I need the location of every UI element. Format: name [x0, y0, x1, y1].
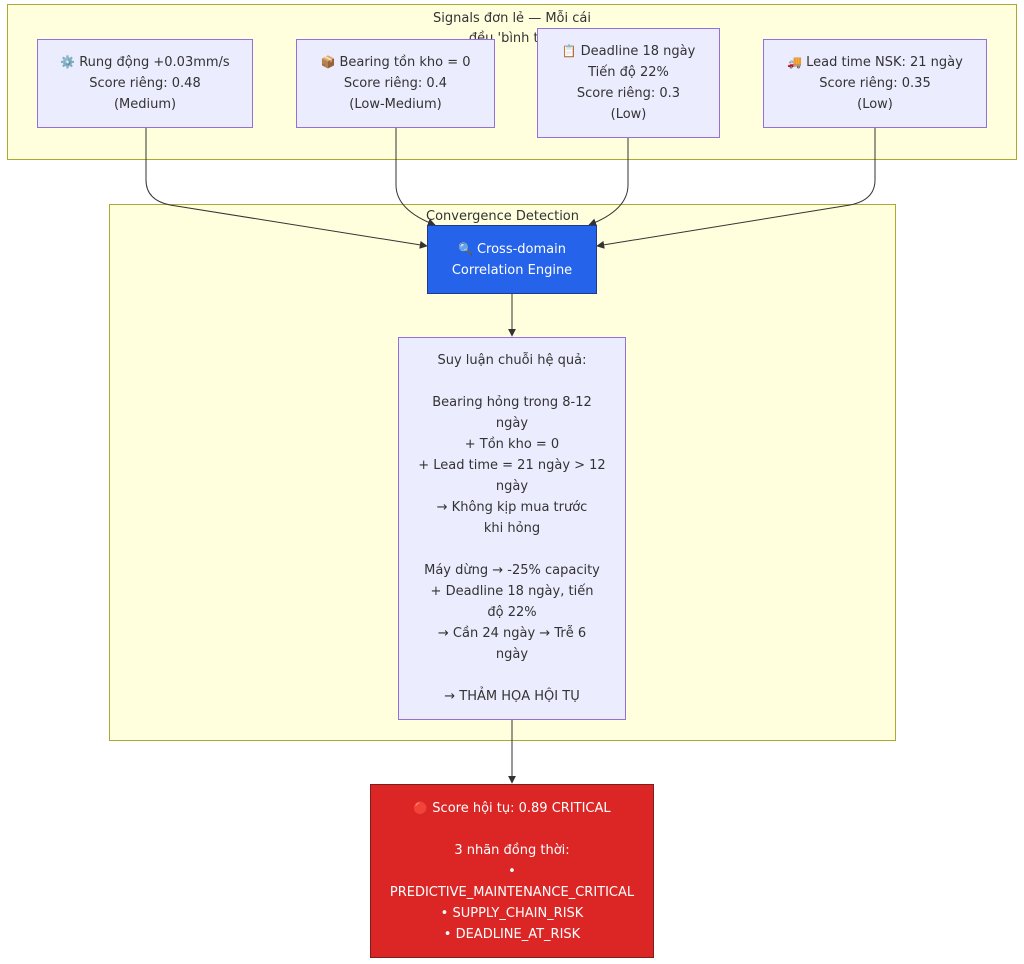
reasoning-line: Máy dừng → -25% capacity	[424, 563, 600, 578]
convergence-score-node: 🔴Score hội tụ: 0.89 CRITICAL 3 nhãn đồng…	[370, 784, 654, 958]
reasoning-line: ngày	[495, 416, 529, 431]
result-line: •	[508, 863, 516, 879]
engine-title: Cross-domain	[476, 241, 566, 257]
reasoning-line: → Cần 24 ngày → Trễ 6	[437, 626, 587, 641]
signals-cluster-title: Signals đơn lẻ — Mỗi cái	[8, 9, 1016, 29]
result-title: Score hội tụ: 0.89 CRITICAL	[432, 800, 611, 816]
signal-deadline-score: Score riêng: 0.3	[576, 86, 681, 101]
signal-vibration-node: ⚙️Rung động +0.03mm/s Score riêng: 0.48 …	[37, 39, 253, 128]
signal-leadtime-score: Score riêng: 0.35	[819, 76, 931, 91]
signal-leadtime-level: (Low)	[857, 97, 893, 112]
edge-stock-to-engine	[395, 128, 436, 227]
signal-leadtime-title: Lead time NSK: 21 ngày	[806, 55, 963, 70]
signal-stock-title: Bearing tồn kho = 0	[339, 55, 471, 70]
signal-deadline-level: (Low)	[610, 107, 647, 122]
reasoning-line: → THẢM HỌA HỘI TỤ	[444, 689, 580, 704]
correlation-engine-node: 🔍Cross-domain Correlation Engine	[427, 225, 597, 294]
signals-cluster-title-line2: đều 'bình thư	[468, 31, 556, 42]
signal-deadline-title: Deadline 18 ngày	[580, 44, 696, 59]
signals-cluster-title-line2-wrap: đều 'bình thư	[8, 29, 1016, 42]
result-line-title: 🔴Score hội tụ: 0.89 CRITICAL	[413, 798, 610, 819]
result-line: • SUPPLY_CHAIN_RISK	[440, 905, 584, 921]
reasoning-line: ngày	[495, 479, 529, 494]
edge-vibration-to-engine	[145, 128, 428, 249]
reasoning-node: Suy luận chuỗi hệ quả: Bearing hỏng tron…	[398, 337, 626, 720]
signal-leadtime-line1: 🚚Lead time NSK: 21 ngày	[787, 52, 963, 73]
signal-leadtime-node: 🚚Lead time NSK: 21 ngày Score riêng: 0.3…	[763, 39, 987, 128]
edge-leadtime-to-engine	[596, 128, 876, 249]
reasoning-line: → Không kịp mua trước	[436, 500, 588, 515]
signal-stock-node: 📦Bearing tồn kho = 0 Score riêng: 0.4 (L…	[296, 39, 495, 128]
signal-vibration-line1: ⚙️Rung động +0.03mm/s	[60, 52, 229, 73]
package-icon: 📦	[320, 55, 336, 69]
signal-deadline-line1: 📋Deadline 18 ngày	[562, 41, 696, 62]
reasoning-line: + Deadline 18 ngày, tiến	[430, 584, 594, 599]
engine-subtitle: Correlation Engine	[451, 262, 573, 278]
signal-stock-line1: 📦Bearing tồn kho = 0	[321, 52, 471, 73]
red-circle-icon: 🔴	[413, 800, 429, 815]
signal-deadline-node: 📋Deadline 18 ngày Tiến độ 22% Score riên…	[537, 28, 720, 138]
signal-vibration-title: Rung động +0.03mm/s	[79, 55, 230, 70]
clipboard-icon: 📋	[561, 44, 577, 58]
edge-deadline-to-engine	[588, 138, 629, 227]
gear-icon: ⚙️	[60, 55, 76, 69]
convergence-cluster-title: Convergence Detection	[426, 209, 579, 224]
magnifier-icon: 🔍	[458, 241, 473, 256]
signal-vibration-level: (Medium)	[113, 97, 177, 112]
reasoning-line: + Lead time = 21 ngày > 12	[418, 458, 606, 473]
reasoning-line: độ 22%	[487, 605, 537, 620]
reasoning-line: Suy luận chuỗi hệ quả:	[437, 353, 587, 368]
signal-deadline-progress: Tiến độ 22%	[588, 65, 669, 80]
signals-cluster-title-line1: Signals đơn lẻ — Mỗi cái	[433, 11, 591, 26]
signal-vibration-score: Score riêng: 0.48	[89, 76, 201, 91]
truck-icon: 🚚	[787, 55, 803, 69]
result-line: 3 nhãn đồng thời:	[454, 842, 570, 858]
result-line: • DEADLINE_AT_RISK	[443, 926, 581, 942]
reasoning-line: + Tồn kho = 0	[464, 437, 560, 452]
signal-stock-score: Score riêng: 0.4	[343, 76, 448, 91]
reasoning-line: Bearing hỏng trong 8-12	[432, 395, 592, 410]
reasoning-line: khi hỏng	[483, 521, 541, 536]
result-line: PREDICTIVE_MAINTENANCE_CRITICAL	[389, 884, 635, 900]
engine-line1: 🔍Cross-domain	[458, 239, 566, 260]
reasoning-line: ngày	[495, 647, 529, 662]
signal-stock-level: (Low-Medium)	[349, 97, 442, 112]
